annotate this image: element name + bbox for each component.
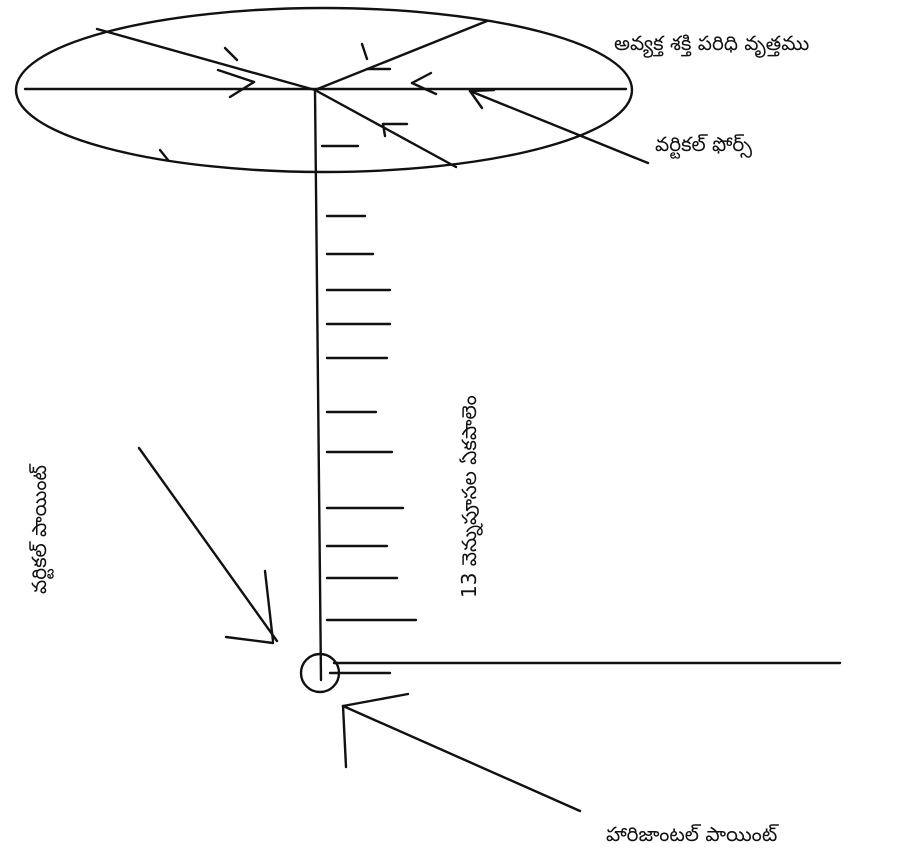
arrow-mark-upper-stub <box>360 42 369 61</box>
vertical-point-arrow-shaft <box>137 446 279 643</box>
circle-chord-upper-left <box>95 27 317 92</box>
vertical-point-arrowhead-vertical <box>263 569 275 643</box>
horizontal-point-label: హారిజాంటల్ పాయింట్ <box>606 822 779 846</box>
arrow-mark-bottom-left <box>158 148 170 162</box>
arrow-mark-left-top-stub <box>223 46 239 62</box>
vertical-force-label: వర్టికల్ ఫోర్స్ <box>655 132 753 159</box>
energy-circle-group <box>14 6 634 174</box>
arrow-mark-right-lower <box>410 81 438 96</box>
circumference-label: అవ్యక్త శక్తి పరిధి వృత్తము <box>614 31 809 58</box>
base-point-group <box>299 652 842 694</box>
vertical-force-arrowhead-top <box>468 88 496 93</box>
energy-circumference-ellipse <box>14 6 634 174</box>
horizontal-point-arrow <box>341 692 582 813</box>
arrow-mark-left-lower <box>228 80 256 99</box>
vertical-point-arrow <box>137 446 279 645</box>
vertical-point-label: వర్టికల్ పాయింట్ <box>27 463 54 594</box>
spine-vertebrae-ticks <box>325 214 418 622</box>
horizontal-point-arrowhead-top <box>341 692 410 708</box>
vertical-force-arrow <box>468 88 650 165</box>
circle-chord-upper-right <box>313 19 489 92</box>
vertical-force-arrowhead-bottom <box>468 89 484 110</box>
arrow-mark-right-upper <box>410 71 433 85</box>
horizontal-point-arrow-shaft <box>341 704 582 813</box>
horizontal-point-arrowhead-bottom <box>341 704 348 769</box>
arrow-mark-left-upper <box>216 68 256 84</box>
vertical-point-arrowhead-horizontal <box>224 635 275 645</box>
circle-chord-lower-right <box>313 88 458 169</box>
arrow-mark-lower-right-vertical <box>381 122 387 138</box>
spine-label: 13 వెన్నుపూసల ఏకపాలెం <box>457 395 483 598</box>
vertical-force-arrow-shaft <box>468 89 650 165</box>
spine-vertical-line <box>313 88 323 682</box>
